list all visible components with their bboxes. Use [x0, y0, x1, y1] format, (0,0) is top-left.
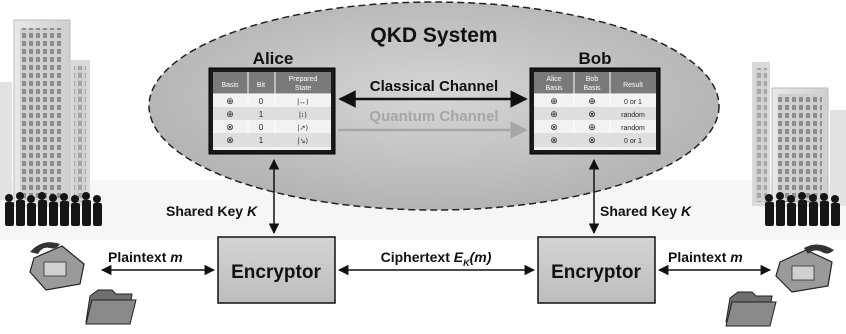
bob-row1-result: 0 or 1	[624, 99, 642, 106]
alice-plaintext-label: Plaintext m	[108, 249, 183, 265]
bob-label: Bob	[578, 49, 611, 68]
bob-header-alice: Alice	[546, 76, 561, 83]
alice-row3-state: |↗⟩	[298, 124, 309, 132]
left-phone-icon	[29, 242, 85, 291]
alice-header-state: State	[295, 85, 311, 92]
alice-row1-state: |↔⟩	[297, 98, 309, 106]
bob-row4-alice-basis: ⊗	[550, 135, 558, 145]
alice-row3-basis: ⊗	[226, 122, 234, 132]
alice-shared-key-label: Shared Key K	[166, 203, 258, 219]
qkd-system-title: QKD System	[370, 24, 497, 47]
alice-row2-basis: ⊕	[226, 109, 234, 119]
alice-header-basis: Basis	[221, 82, 239, 89]
bob-row1-alice-basis: ⊕	[550, 96, 558, 106]
bob-plaintext-label: Plaintext m	[668, 249, 743, 265]
bob-encryptor-box	[537, 236, 656, 304]
bob-table: Alice Basis Bob Basis Result ⊕ ⊕ 0 or 1 …	[529, 67, 661, 155]
bob-header-alice-basis: Basis	[545, 85, 563, 92]
alice-row4-bit: 1	[259, 136, 264, 145]
bob-row3-bob-basis: ⊕	[588, 122, 596, 132]
right-folder-icon	[725, 291, 777, 327]
alice-row3-bit: 0	[259, 123, 264, 132]
alice-encryptor-label: Encryptor	[231, 262, 321, 283]
right-building-icon	[752, 62, 846, 207]
ciphertext-label: Ciphertext EK(m)	[381, 249, 492, 268]
bob-row4-result: 0 or 1	[624, 138, 642, 145]
bob-row3-result: random	[621, 125, 645, 132]
bob-row2-result: random	[621, 112, 645, 119]
bob-encryptor-label: Encryptor	[551, 262, 641, 283]
quantum-channel-label: Quantum Channel	[369, 108, 498, 125]
alice-header-prepared: Prepared	[289, 76, 318, 83]
bob-row3-alice-basis: ⊗	[550, 122, 558, 132]
bob-header-bob: Bob	[586, 76, 599, 83]
alice-table-header-bg	[213, 72, 331, 94]
alice-row2-bit: 1	[259, 110, 264, 119]
bob-header-bob-basis: Basis	[583, 85, 601, 92]
alice-row1-bit: 0	[259, 97, 264, 106]
left-folder-icon	[85, 289, 137, 325]
bob-header-result: Result	[623, 82, 643, 89]
bob-row2-alice-basis: ⊕	[550, 109, 558, 119]
alice-row1-basis: ⊕	[226, 96, 234, 106]
alice-row4-state: |↘⟩	[298, 137, 309, 145]
right-phone-icon	[775, 244, 834, 293]
classical-channel-label: Classical Channel	[370, 78, 498, 95]
alice-encryptor-box	[217, 236, 336, 304]
right-people-icon	[765, 192, 840, 226]
bob-row4-bob-basis: ⊗	[588, 135, 596, 145]
bob-row2-bob-basis: ⊗	[588, 109, 596, 119]
bob-table-header-bg	[534, 72, 656, 94]
alice-row4-basis: ⊗	[226, 135, 234, 145]
alice-label: Alice	[253, 49, 294, 68]
left-building-icon	[0, 19, 90, 207]
bob-row1-bob-basis: ⊕	[588, 96, 596, 106]
left-people-icon	[5, 192, 102, 226]
alice-table: Basis Bit Prepared State ⊕ 0 |↔⟩ ⊕ 1 |↕⟩…	[208, 67, 336, 155]
bob-shared-key-label: Shared Key K	[600, 203, 692, 219]
alice-row2-state: |↕⟩	[299, 111, 307, 119]
alice-header-bit: Bit	[257, 82, 265, 89]
